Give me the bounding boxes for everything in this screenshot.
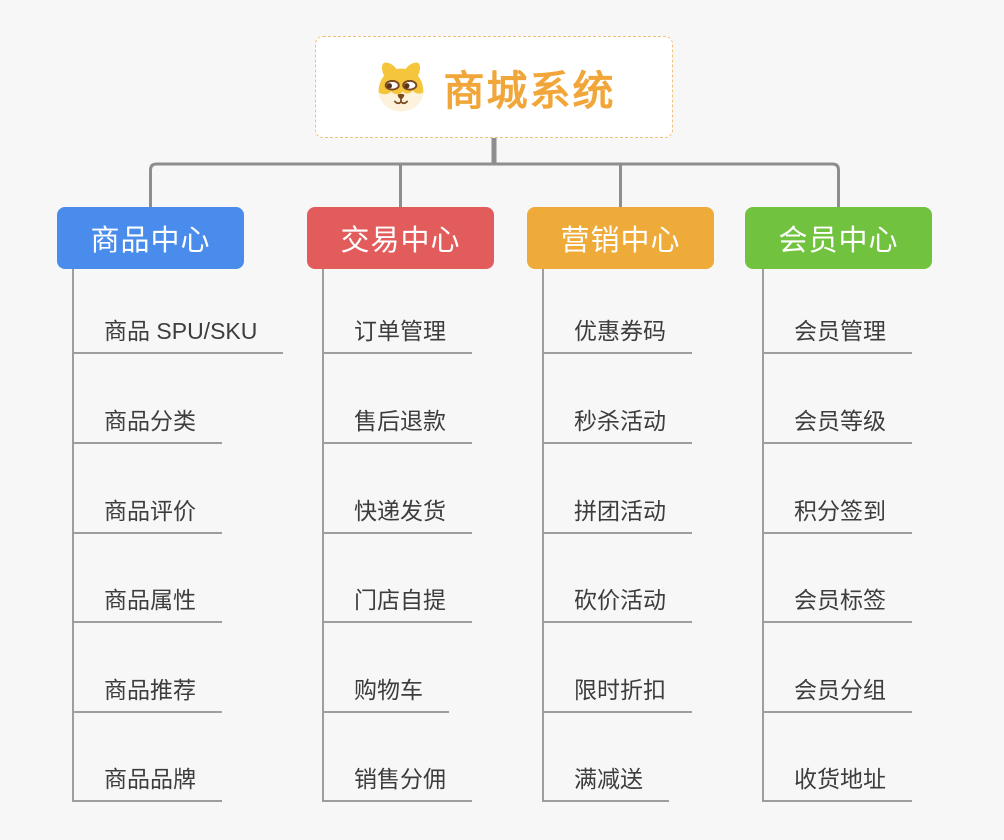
mindmap-leaf[interactable]: 砍价活动 xyxy=(542,587,692,623)
mindmap-leaf[interactable]: 订单管理 xyxy=(322,318,472,354)
mindmap-leaf[interactable]: 收货地址 xyxy=(762,766,912,802)
mindmap-leaf[interactable]: 快递发货 xyxy=(322,498,472,534)
mindmap-leaf[interactable]: 会员管理 xyxy=(762,318,912,354)
mindmap-leaf[interactable]: 商品评价 xyxy=(72,498,222,534)
mindmap-leaf[interactable]: 满减送 xyxy=(542,766,669,802)
branch-marketing-center[interactable]: 营销中心 xyxy=(527,207,714,269)
branch-member-center[interactable]: 会员中心 xyxy=(745,207,932,269)
branch-trunk-line xyxy=(542,269,544,802)
mindmap-leaf[interactable]: 会员分组 xyxy=(762,677,912,713)
branch-product-center[interactable]: 商品中心 xyxy=(57,207,244,269)
mindmap-leaf[interactable]: 商品品牌 xyxy=(72,766,222,802)
mindmap-leaf[interactable]: 会员等级 xyxy=(762,408,912,444)
branch-trunk-line xyxy=(322,269,324,802)
bus-line xyxy=(149,162,840,210)
root-title: 商城系统 xyxy=(443,68,616,114)
mindmap-leaf[interactable]: 售后退款 xyxy=(322,408,472,444)
mindmap-leaf[interactable]: 拼团活动 xyxy=(542,498,692,534)
mindmap-leaf[interactable]: 商品分类 xyxy=(72,408,222,444)
dog-icon xyxy=(377,62,424,112)
mindmap-leaf[interactable]: 秒杀活动 xyxy=(542,408,692,444)
mindmap-leaf[interactable]: 商品属性 xyxy=(72,587,222,623)
mindmap-leaf[interactable]: 门店自提 xyxy=(322,587,472,623)
root-node[interactable]: 商城系统 xyxy=(315,36,673,138)
mindmap-leaf[interactable]: 积分签到 xyxy=(762,498,912,534)
mindmap-leaf[interactable]: 销售分佣 xyxy=(322,766,472,802)
branch-trunk-line xyxy=(762,269,764,802)
mindmap-leaf[interactable]: 限时折扣 xyxy=(542,677,692,713)
mindmap-leaf[interactable]: 商品 SPU/SKU xyxy=(72,318,284,354)
mindmap-leaf[interactable]: 会员标签 xyxy=(762,587,912,623)
branch-trade-center[interactable]: 交易中心 xyxy=(307,207,494,269)
mindmap-leaf[interactable]: 购物车 xyxy=(322,677,449,713)
mindmap-leaf[interactable]: 优惠券码 xyxy=(542,318,692,354)
mindmap-leaf[interactable]: 商品推荐 xyxy=(72,677,222,713)
branch-trunk-line xyxy=(72,269,74,802)
